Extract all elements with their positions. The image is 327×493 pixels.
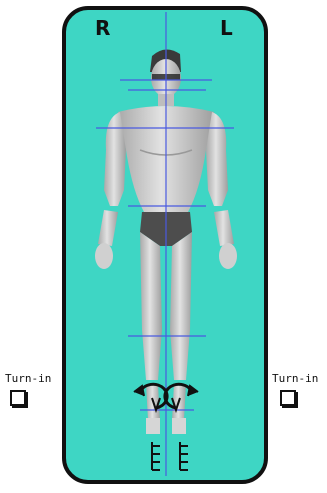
foot-marks (152, 442, 188, 470)
left-turn-in-label: Turn-in (5, 372, 51, 385)
right-turn-in-checkbox[interactable] (280, 390, 296, 406)
right-turn-in-label: Turn-in (272, 372, 318, 385)
left-turn-in-checkbox[interactable] (10, 390, 26, 406)
